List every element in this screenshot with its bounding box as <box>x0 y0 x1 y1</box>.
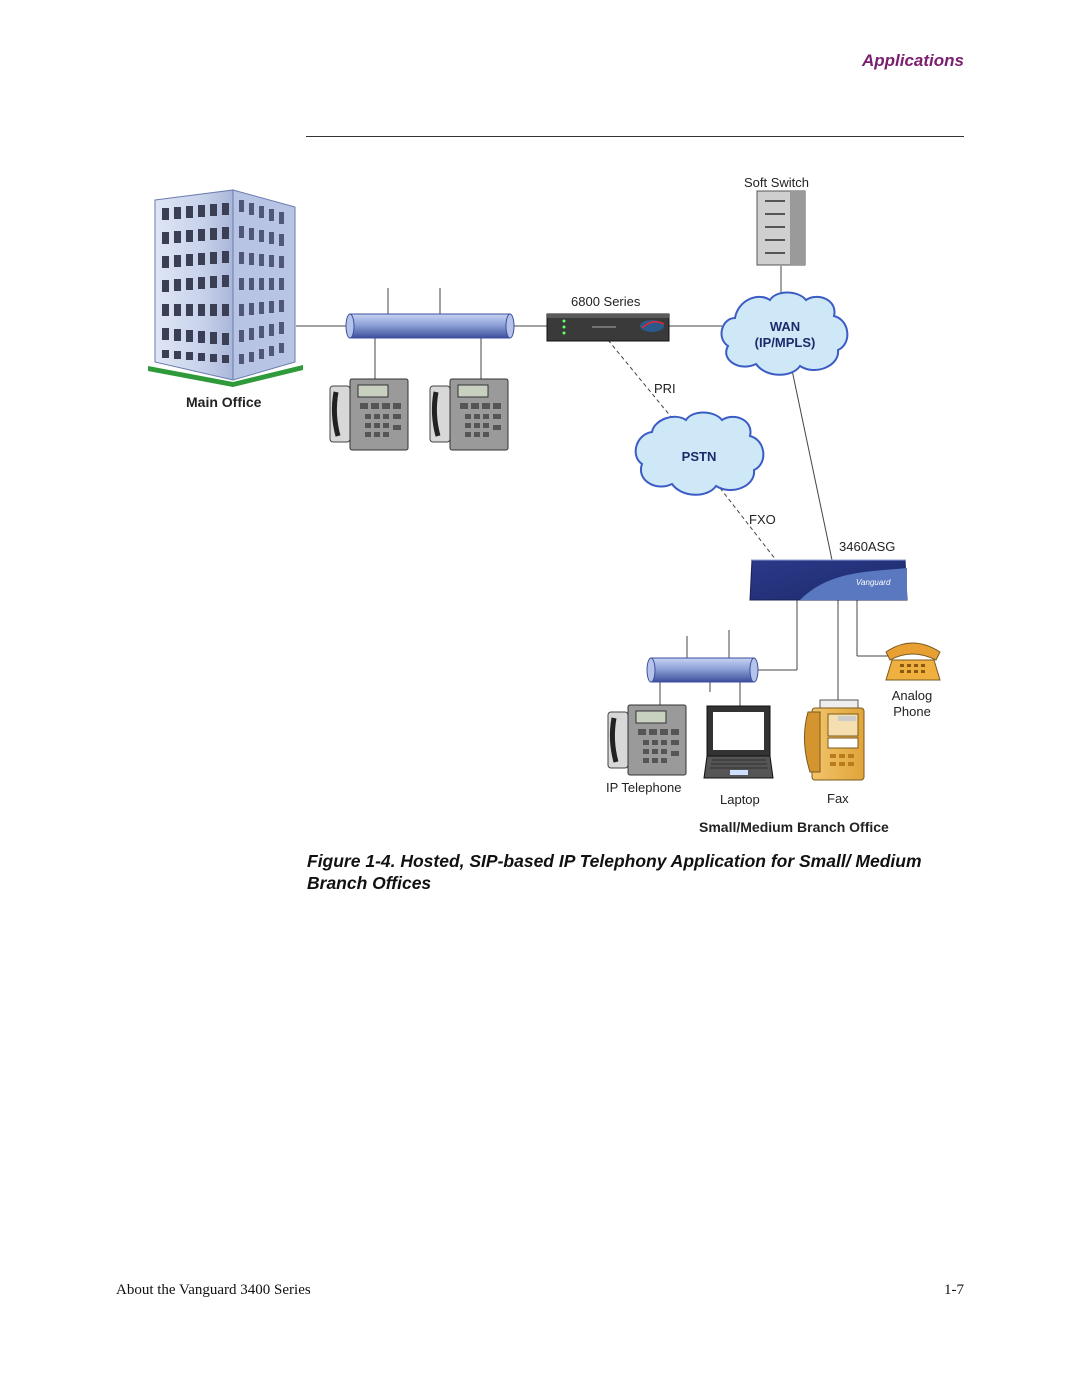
diagram-graphics: Vanguard <box>148 189 941 781</box>
ip-telephone-label: IP Telephone <box>606 780 682 795</box>
figure-caption: Figure 1-4. Hosted, SIP-based IP Telepho… <box>307 851 922 893</box>
asg-3460-device: Vanguard <box>749 559 908 601</box>
analog-phone-label-line1: Analog <box>891 688 933 703</box>
branch-office-label: Small/Medium Branch Office <box>699 819 889 835</box>
wan-cloud <box>720 291 849 376</box>
pstn-cloud <box>634 411 765 496</box>
series-6800-label: 6800 Series <box>571 294 641 309</box>
series-6800-device <box>546 313 670 342</box>
analog-phone-label-line2: Phone <box>893 704 931 719</box>
header-rule <box>306 136 964 137</box>
laptop <box>703 705 774 779</box>
wan-label-line2: (IP/MPLS) <box>755 335 816 350</box>
dashed-links <box>607 339 777 561</box>
asg-label: 3460ASG <box>839 539 896 554</box>
footer-page-number: 1-7 <box>944 1282 964 1298</box>
pri-label: PRI <box>654 381 676 396</box>
analog-phone <box>885 642 941 681</box>
soft-switch-label: Soft Switch <box>744 175 810 190</box>
fax-label: Fax <box>827 791 849 806</box>
wan-label-line1: WAN <box>770 319 800 334</box>
footer-document-title: About the Vanguard 3400 Series <box>116 1282 311 1298</box>
ip-phone-main-2 <box>429 378 509 451</box>
main-office-lan-pipe <box>345 313 515 339</box>
fxo-label: FXO <box>749 512 776 527</box>
main-office-building <box>148 189 303 387</box>
fax-machine <box>804 699 865 781</box>
connection-lines <box>296 266 888 710</box>
laptop-label: Laptop <box>720 792 760 807</box>
branch-lan-pipe <box>646 657 759 683</box>
vanguard-logo: Vanguard <box>856 578 891 587</box>
network-diagram: Vanguard <box>148 175 941 835</box>
section-header: Applications <box>861 51 964 70</box>
pstn-label: PSTN <box>682 449 717 464</box>
soft-switch-server <box>756 190 806 266</box>
ip-phone-branch <box>607 704 687 776</box>
main-office-label: Main Office <box>186 394 262 410</box>
ip-phone-main-1 <box>329 378 409 451</box>
